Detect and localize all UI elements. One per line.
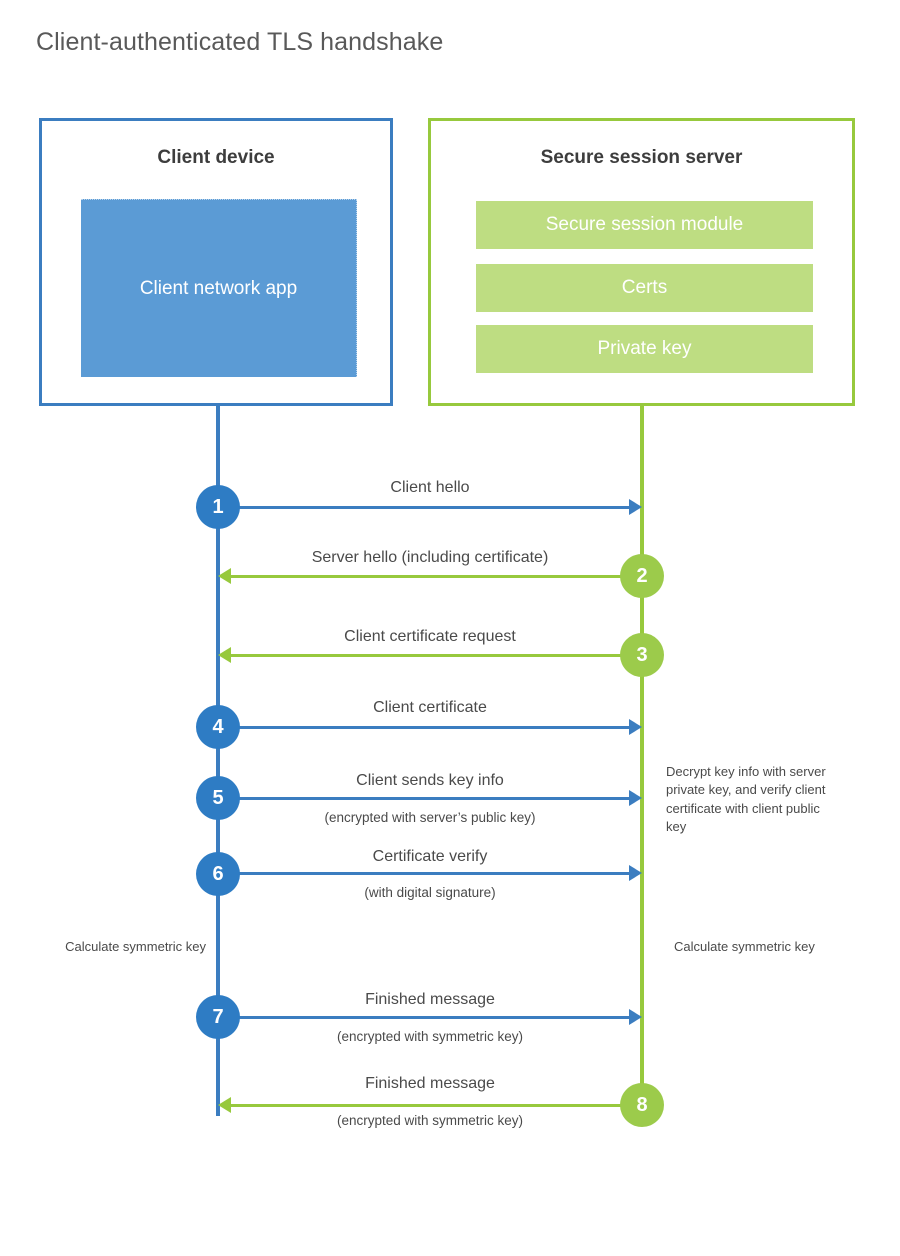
server-decrypt-note: Decrypt key info with server private key… [666,764,826,835]
step-8-arrowhead-icon [218,1097,231,1113]
step-1-label: Client hello [390,479,470,496]
server-component-private-key: Private key [476,325,813,373]
step-7-arrowhead-icon [629,1009,642,1025]
step-1-arrow-line [238,506,629,509]
step-6-arrowhead-icon [629,865,642,881]
step-3-arrowhead-icon [218,647,231,663]
client-calculate-symmetric-key-note: Calculate symmetric key [65,939,206,954]
step-2-label: Server hello (including certificate) [311,549,549,566]
step-7-circle[interactable]: 7 [196,995,240,1039]
step-3-label: Client certificate request [344,628,516,645]
step-4-arrowhead-icon [629,719,642,735]
server-component-certs: Certs [476,264,813,312]
step-1-circle[interactable]: 1 [196,485,240,529]
step-7-label: Finished message [365,991,495,1008]
step-3-arrow-line [231,654,621,657]
step-5-arrowhead-icon [629,790,642,806]
step-6-arrow-line [238,872,629,875]
step-5-label: Client sends key info [356,772,504,789]
server-component-secure-session-module: Secure session module [476,201,813,249]
step-6-circle[interactable]: 6 [196,852,240,896]
step-8-sublabel: (encrypted with symmetric key) [336,1113,524,1128]
step-3-circle[interactable]: 3 [620,633,664,677]
secure-session-server-box: Secure session server Secure session mod… [428,118,855,406]
server-calculate-symmetric-key-note: Calculate symmetric key [674,939,815,954]
client-lifeline [216,404,220,1116]
step-5-arrow-line [238,797,629,800]
step-6-sublabel: (with digital signature) [364,885,496,900]
client-device-title: Client device [157,147,275,168]
step-8-arrow-line [231,1104,621,1107]
step-4-label: Client certificate [373,699,487,716]
step-5-circle[interactable]: 5 [196,776,240,820]
step-6-label: Certificate verify [372,848,488,865]
step-2-circle[interactable]: 2 [620,554,664,598]
step-7-arrow-line [238,1016,629,1019]
server-lifeline [640,404,644,1106]
step-8-circle[interactable]: 8 [620,1083,664,1127]
step-7-sublabel: (encrypted with symmetric key) [336,1029,524,1044]
step-4-arrow-line [238,726,629,729]
step-1-arrowhead-icon [629,499,642,515]
step-2-arrowhead-icon [218,568,231,584]
step-8-label: Finished message [365,1075,495,1092]
step-4-circle[interactable]: 4 [196,705,240,749]
step-5-sublabel: (encrypted with server’s public key) [324,810,536,825]
secure-session-server-title: Secure session server [540,147,743,168]
client-device-box: Client device Client network app [39,118,393,406]
page-title: Client-authenticated TLS handshake [36,28,444,56]
client-network-app-block: Client network app [81,199,357,377]
step-2-arrow-line [231,575,621,578]
